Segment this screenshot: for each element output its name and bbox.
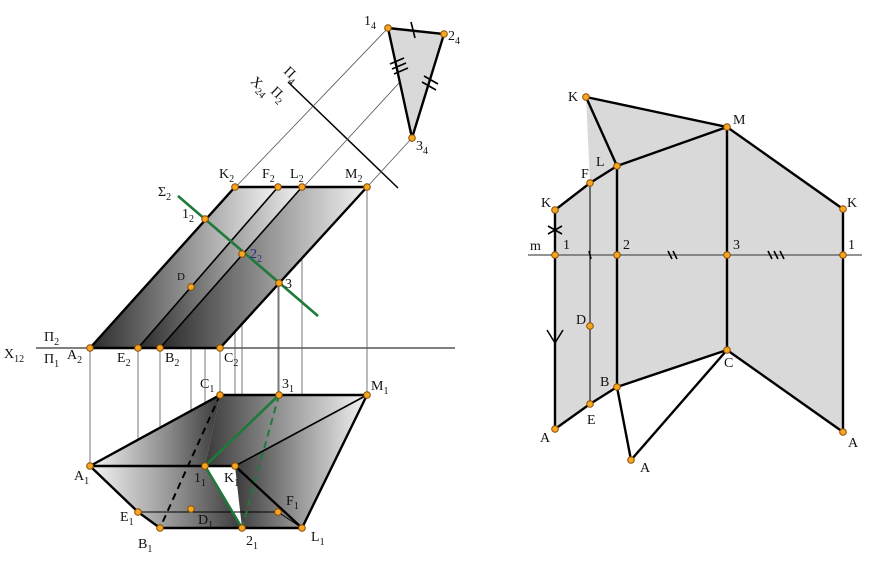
svg-text:A1: A1 (74, 469, 89, 487)
svg-text:F1: F1 (286, 494, 299, 512)
svg-text:A2: A2 (67, 348, 82, 366)
right-drawing: m K M L F K K 1 2 3 1 D B C E A A A (528, 90, 862, 476)
svg-text:14: 14 (364, 14, 376, 32)
right-marks (546, 225, 785, 345)
svg-text:D1: D1 (198, 513, 213, 531)
svg-text:1: 1 (848, 238, 855, 253)
front-labels: A2 E2 B2 C2 K2 F2 L2 M2 12 22 3 D (67, 167, 362, 369)
svg-text:K2: K2 (219, 167, 234, 185)
svg-text:D: D (177, 271, 185, 283)
svg-text:1: 1 (563, 238, 570, 253)
svg-text:A: A (848, 436, 859, 451)
front-face-1 (90, 187, 278, 348)
axis-x24 (287, 81, 399, 189)
svg-text:11: 11 (194, 471, 206, 489)
axis-pi2-label: Π2 (44, 330, 59, 348)
aux-labels: 14 24 34 (364, 14, 460, 157)
svg-text:C: C (724, 356, 733, 371)
svg-text:F2: F2 (262, 167, 275, 185)
svg-text:24: 24 (448, 29, 460, 47)
front-face-3 (160, 187, 367, 348)
svg-text:M: M (733, 113, 746, 128)
svg-text:B: B (600, 375, 609, 390)
svg-text:12: 12 (182, 207, 194, 225)
svg-text:C1: C1 (200, 377, 214, 395)
svg-text:21: 21 (246, 534, 258, 552)
right-points (551, 93, 847, 464)
svg-text:E: E (587, 413, 596, 428)
axis-pi4-label: Π4 (278, 64, 301, 87)
svg-text:B2: B2 (165, 351, 179, 369)
svg-text:F: F (581, 167, 589, 182)
svg-text:E1: E1 (120, 510, 134, 528)
svg-text:K1: K1 (224, 471, 239, 489)
svg-text:22: 22 (250, 247, 262, 265)
top-face-bottom (90, 466, 242, 528)
sigma-label: Σ2 (158, 185, 171, 203)
svg-text:A: A (640, 461, 651, 476)
top-face-upper (205, 395, 367, 466)
svg-text:M2: M2 (345, 167, 362, 185)
top-face-right (235, 395, 367, 528)
svg-text:L1: L1 (311, 530, 325, 548)
left-drawing: X12 Π2 Π1 X24 Π4 Π2 (4, 14, 460, 555)
sigma-plane-line (177, 195, 319, 317)
svg-text:M1: M1 (371, 379, 388, 397)
axis-x24-label: X24 (245, 74, 272, 101)
svg-text:C2: C2 (224, 351, 238, 369)
svg-text:K: K (568, 90, 578, 105)
svg-text:34: 34 (416, 139, 428, 157)
top-labels: A1 E1 B1 D1 21 L1 F1 11 K1 C1 31 M1 (74, 377, 388, 555)
axis-pi1-label: Π1 (44, 352, 59, 370)
svg-text:K: K (847, 196, 857, 211)
svg-text:L: L (596, 155, 605, 170)
svg-text:2: 2 (623, 238, 630, 253)
equal-marks (389, 21, 439, 91)
front-face-2 (138, 187, 302, 348)
svg-text:D: D (576, 313, 586, 328)
svg-text:m: m (530, 239, 541, 254)
svg-text:K: K (541, 196, 551, 211)
svg-text:L2: L2 (290, 167, 304, 185)
axis-x12-label: X12 (4, 347, 24, 365)
svg-text:A: A (540, 431, 551, 446)
svg-text:3: 3 (285, 277, 292, 292)
svg-text:E2: E2 (117, 351, 131, 369)
svg-text:B1: B1 (138, 537, 152, 555)
left-points (86, 24, 448, 532)
svg-text:31: 31 (282, 377, 294, 395)
right-labels: m K M L F K K 1 2 3 1 D B C E A A A (530, 90, 859, 476)
axis-pi2b-label: Π2 (265, 84, 288, 107)
svg-text:3: 3 (733, 238, 740, 253)
